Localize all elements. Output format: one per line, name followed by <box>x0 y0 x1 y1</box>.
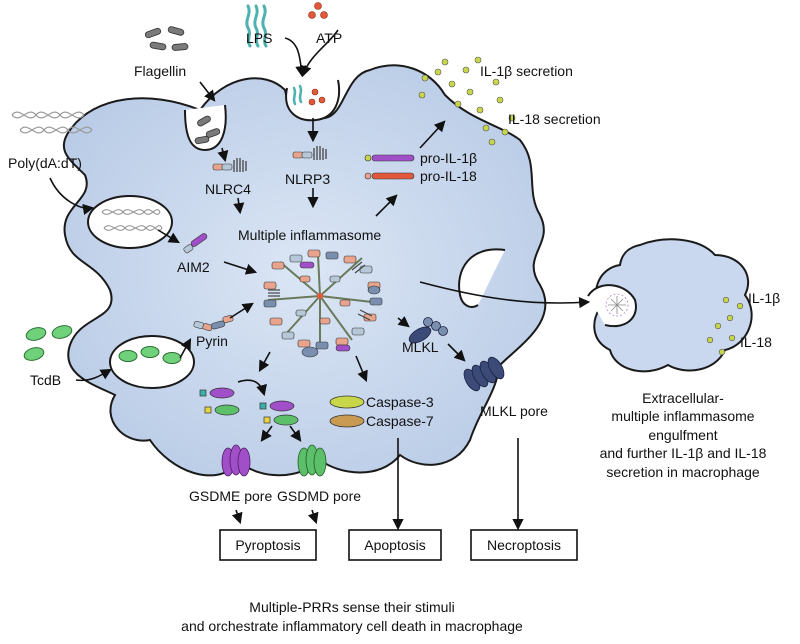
nlrp3-sensor-icon <box>292 146 327 160</box>
multiple-inflammasome-complex-icon <box>263 249 383 358</box>
figure-caption-line-2: and orchestrate inflammatory cell death … <box>181 618 523 634</box>
flagellin-invagination <box>184 104 227 152</box>
diagram-labels: LPS ATP Flagellin Poly(dA:dT) NLRC4 NLRP… <box>8 30 780 504</box>
atp-icon <box>308 2 328 19</box>
label-atp: ATP <box>316 30 342 46</box>
pathway-arrows <box>49 29 591 531</box>
pyroptosis-box <box>219 529 317 561</box>
phagocytic-cup <box>587 284 637 328</box>
label-nlrc4: NLRC4 <box>205 181 251 197</box>
engulfment-protrusion <box>458 248 506 308</box>
engulfment-caption: Extracellular- multiple inflammasome eng… <box>600 390 767 480</box>
label-mlkl: MLKL <box>402 339 439 355</box>
flagellin-rods-icon <box>144 26 189 51</box>
engulfment-caption-line-3: engulfment <box>648 427 717 443</box>
label-mlkl-pore: MLKL pore <box>480 403 548 419</box>
engulfment-caption-line-1: Extracellular- <box>642 390 724 406</box>
mlkl-pore-icon <box>463 356 505 392</box>
gsdm-cleavage-icon <box>199 387 299 426</box>
label-pro-il18: pro-IL-18 <box>420 168 477 184</box>
flagellin-internal-icon <box>194 115 221 145</box>
label-pyrin: Pyrin <box>196 333 228 349</box>
lps-icon <box>245 4 268 48</box>
mlkl-icon <box>408 317 448 344</box>
tcdb-icon <box>23 325 73 361</box>
figure-caption: Multiple-PRRs sense their stimuli and or… <box>181 599 523 634</box>
aim2-sensor-icon <box>183 233 208 254</box>
label-multiple-inflammasome: Multiple inflammasome <box>238 227 381 243</box>
engulfment-caption-line-4: and further IL-1β and IL-18 <box>600 445 767 461</box>
pro-il18-icon <box>364 172 415 180</box>
engulfed-inflammasome-icon <box>605 293 629 317</box>
label-apoptosis: Apoptosis <box>364 537 425 553</box>
label-poly-da-dt: Poly(dA:dT) <box>8 155 82 171</box>
label-il1b-secretion: IL-1β secretion <box>480 63 573 79</box>
caspase-icon <box>329 395 365 428</box>
pro-il1b-icon <box>364 154 415 162</box>
label-tcdb: TcdB <box>30 372 61 388</box>
necroptosis-box <box>470 529 578 561</box>
label-il18-secretion: IL-18 secretion <box>508 111 601 127</box>
label-pyroptosis: Pyroptosis <box>235 537 300 553</box>
label-gsdme-pore: GSDME pore <box>189 488 272 504</box>
label-flagellin: Flagellin <box>134 63 186 79</box>
label-il1b: IL-1β <box>748 290 780 306</box>
dna-helix-icon <box>11 111 93 134</box>
figure-caption-line-1: Multiple-PRRs sense their stimuli <box>249 599 454 615</box>
label-il18: IL-18 <box>740 334 772 350</box>
label-caspase3: Caspase-3 <box>366 394 434 410</box>
dna-vesicle <box>87 195 173 249</box>
engulfing-cell-secretion-dots-icon <box>706 296 744 356</box>
engulfment-caption-line-2: multiple inflammasome <box>611 408 754 424</box>
label-nlrp3: NLRP3 <box>285 171 330 187</box>
label-necroptosis: Necroptosis <box>487 537 561 553</box>
engulfment-caption-line-5: secretion in macrophage <box>606 464 760 480</box>
tcdb-vesicle <box>109 335 195 389</box>
label-lps: LPS <box>246 30 272 46</box>
atp-internal-icon <box>308 88 326 106</box>
lps-internal-icon <box>292 84 303 106</box>
tcdb-internal-icon <box>118 346 182 364</box>
nlrc4-sensor-icon <box>212 158 247 172</box>
cytokine-secretion-dots-icon <box>418 56 516 146</box>
dna-internal-icon <box>101 209 163 231</box>
outcome-boxes: Pyroptosis Apoptosis Necroptosis <box>219 529 578 561</box>
label-caspase7: Caspase-7 <box>366 413 434 429</box>
gsdmd-pore-icon <box>297 444 327 477</box>
apoptosis-box <box>348 529 442 561</box>
label-gsdmd-pore: GSDMD pore <box>277 488 361 504</box>
label-aim2: AIM2 <box>177 259 210 275</box>
gsdme-pore-icon <box>221 444 251 477</box>
label-pro-il1b: pro-IL-1β <box>420 150 477 166</box>
